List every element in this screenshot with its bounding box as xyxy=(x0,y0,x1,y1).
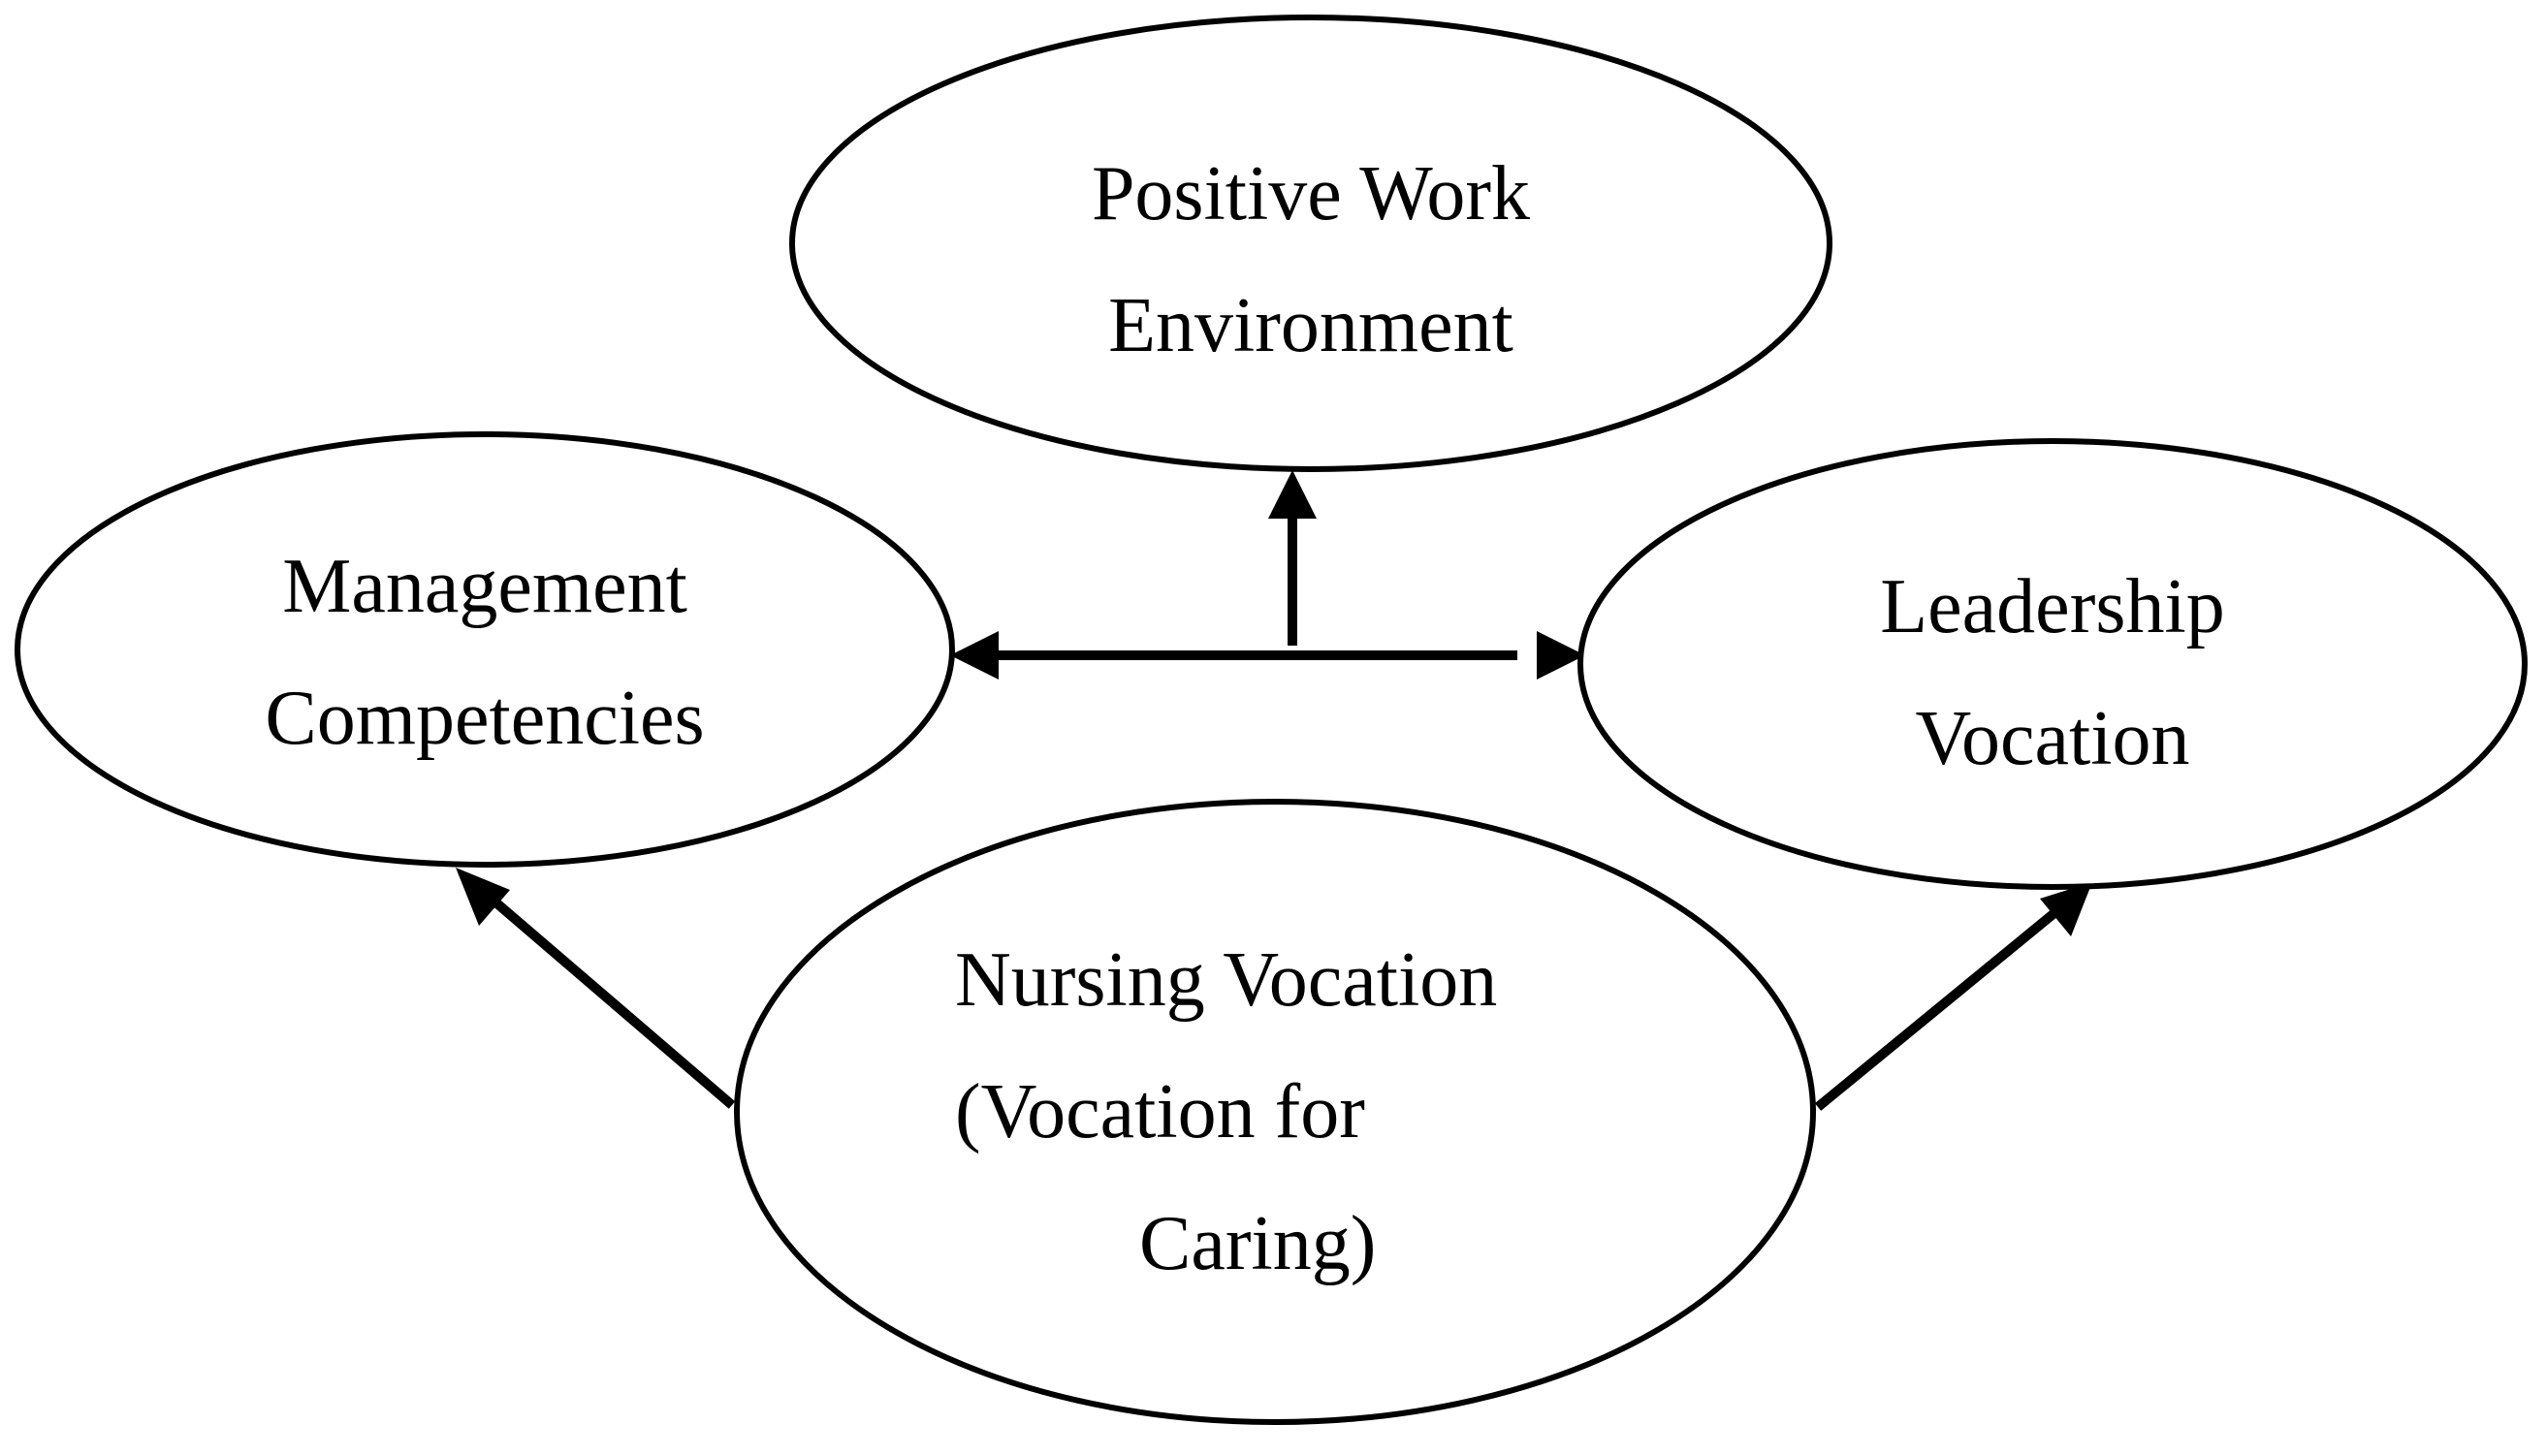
nursing-line-1: Nursing Vocation xyxy=(955,937,1497,1023)
node-leadership-vocation: Leadership Vocation xyxy=(1577,438,2528,890)
ellipse-nursing-vocation xyxy=(734,799,1816,1425)
nursing-line-2: (Vocation for xyxy=(955,1069,1365,1155)
edge-nursing-to-management xyxy=(489,896,736,1109)
leadership-line-2: Vocation xyxy=(1916,696,2190,781)
nursing-line-3: Caring) xyxy=(1139,1201,1376,1286)
positive-work-line-1: Positive Work xyxy=(1092,151,1530,237)
edge-nursing-to-leadership xyxy=(1814,908,2059,1111)
arrowhead-management xyxy=(456,868,510,926)
ellipse-positive-work-environment xyxy=(789,15,1832,472)
leadership-line-1: Leadership xyxy=(1880,564,2224,649)
ellipse-management-competencies xyxy=(15,431,955,868)
node-positive-work-environment: Positive Work Environment xyxy=(789,15,1832,472)
arrowhead-right-leadership xyxy=(1537,631,1585,680)
management-line-2: Competencies xyxy=(265,676,704,761)
edges xyxy=(456,470,2092,1111)
node-management-competencies: Management Competencies xyxy=(15,431,955,868)
arrowhead-up-positive-work xyxy=(1268,470,1317,519)
management-line-1: Management xyxy=(282,544,687,629)
ellipse-leadership-vocation xyxy=(1577,438,2528,890)
node-nursing-vocation: Nursing Vocation (Vocation for Caring) xyxy=(734,799,1816,1425)
arrowhead-leadership xyxy=(2040,882,2092,936)
arrowhead-left-management xyxy=(950,631,999,680)
positive-work-line-2: Environment xyxy=(1108,283,1513,368)
